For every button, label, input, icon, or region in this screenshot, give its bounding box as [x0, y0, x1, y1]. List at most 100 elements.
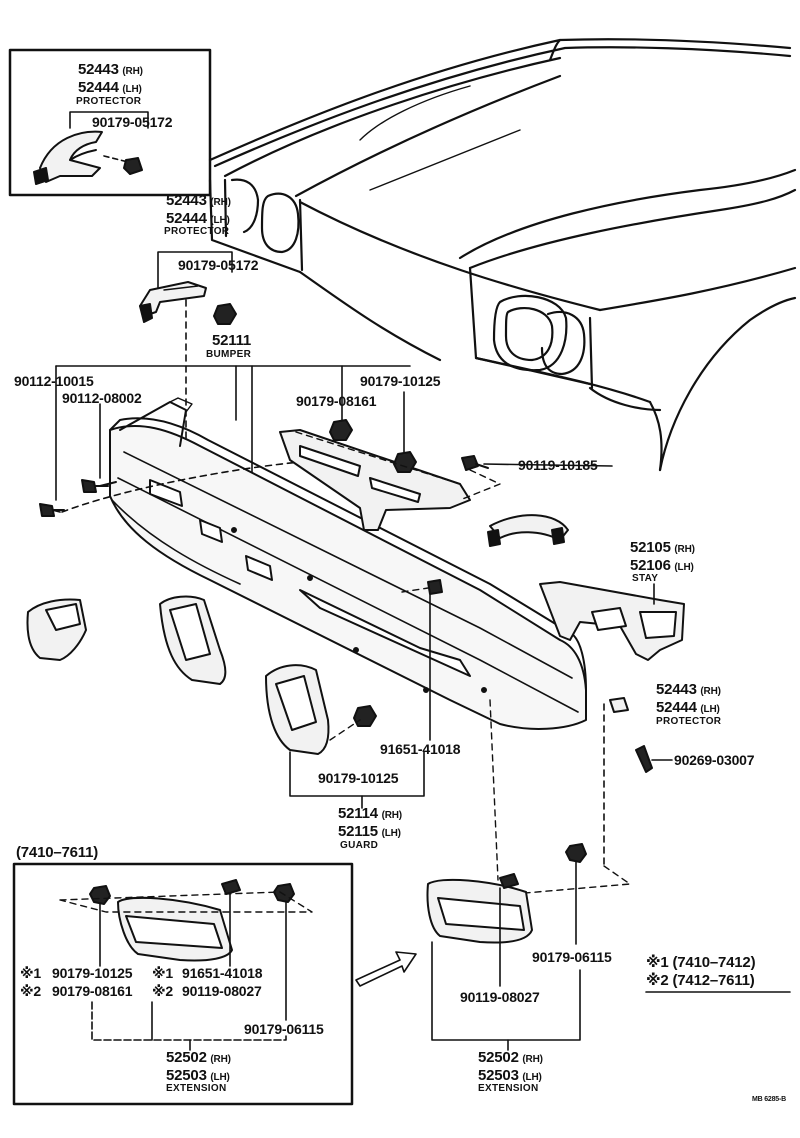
inset-bottom-mark2b: ※2 — [152, 983, 173, 999]
bolt-right-extension — [499, 873, 519, 889]
bumper-part: 52111 — [212, 332, 252, 349]
guard-rh-label: 52114 (RH) — [338, 806, 402, 823]
protector-inset-part — [33, 130, 103, 185]
guard-part-lh: 52115 — [338, 823, 378, 840]
inset-top-part-rh: 52443 — [78, 61, 119, 78]
extension-right-rh: (RH) — [522, 1054, 543, 1065]
extension-right-rh-label: 52502 (RH) — [478, 1050, 543, 1067]
protector-upper-part — [139, 281, 207, 323]
inset-bottom-mark1b: ※1 — [152, 965, 173, 981]
bumper-bolt-c: 90119-10185 — [518, 457, 598, 473]
dash-inset — [103, 155, 129, 163]
extension-right-part-lh: 52503 — [478, 1067, 519, 1084]
dash-bolts-left — [61, 461, 301, 513]
inset-top-nut: 90179-05172 — [92, 114, 173, 130]
dash-right-lower — [489, 865, 631, 897]
inset-bottom-nut3: 90179-06115 — [244, 1021, 324, 1037]
protector-right-part-lh: 52444 — [656, 699, 697, 716]
guard-rh: (RH) — [381, 810, 403, 821]
nut-guard — [353, 705, 377, 727]
bumper-nut-b: 90179-08161 — [296, 393, 377, 409]
extension-right-part — [426, 878, 533, 944]
guard-lh-label: 52115 (LH) — [338, 824, 401, 841]
guard-piece-a — [26, 598, 87, 661]
protector-upper-lh-label: 52444 (LH) — [166, 211, 230, 228]
dash-bracket — [295, 431, 461, 485]
bumper-nut-a: 90179-10125 — [360, 373, 441, 389]
inset-bottom-rh: (RH) — [210, 1054, 231, 1065]
inset-bottom-rh-label: 52502 (RH) — [166, 1050, 231, 1067]
inset-top-rh: (RH) — [122, 66, 143, 77]
inset-bottom-period: (7410–7611) — [16, 844, 99, 861]
bumper-bolt-a: 90112-10015 — [14, 373, 94, 389]
clip-right — [635, 745, 653, 773]
guard-piece-c — [265, 664, 330, 755]
bumper-name: BUMPER — [206, 349, 252, 360]
protector-upper-name: PROTECTOR — [164, 226, 230, 237]
protector-upper-rh-label: 52443 (RH) — [166, 193, 231, 210]
stay-part-rh: 52105 — [630, 539, 671, 556]
stay-right-part — [539, 581, 685, 661]
inset-box-top — [8, 48, 212, 197]
guard-lh: (LH) — [381, 828, 401, 839]
inset-bottom-bolt2: 90119-08027 — [182, 983, 262, 999]
protector-upper-lh: (LH) — [210, 215, 230, 226]
protector-upper-nut: 90179-05172 — [178, 257, 259, 273]
stay-name: STAY — [632, 573, 659, 584]
car-body-outline — [208, 38, 797, 472]
extension-right-lh: (LH) — [522, 1072, 542, 1083]
guard-part-rh: 52114 — [338, 805, 378, 822]
guard-piece-b — [159, 595, 227, 685]
inset-bottom-lh-label: 52503 (LH) — [166, 1068, 230, 1085]
leader-upper-protector — [157, 251, 233, 289]
inset-bottom-part-lh: 52503 — [166, 1067, 207, 1084]
nut-center-b — [393, 451, 417, 473]
protector-upper-part-rh: 52443 — [166, 192, 207, 209]
legend-row-2: ※2 (7412–7611) — [646, 972, 755, 989]
extension-right-lh-label: 52503 (LH) — [478, 1068, 542, 1085]
inset-top-name: PROTECTOR — [76, 96, 142, 107]
arrow-icon — [355, 951, 417, 987]
extension-right-part-rh: 52502 — [478, 1049, 519, 1066]
nut-right-extension — [565, 843, 587, 863]
leader-guard-bracket — [289, 751, 425, 797]
extension-inset-part — [117, 896, 233, 962]
inset-top-part-lh: 52444 — [78, 79, 119, 96]
protector-upper-rh: (RH) — [210, 197, 231, 208]
protector-right-lh: (LH) — [700, 704, 720, 715]
leader-inset-bottom — [91, 1001, 287, 1041]
stay-lh-label: 52106 (LH) — [630, 558, 694, 575]
leader-right-extension — [431, 941, 581, 1041]
nut-inset-bottom-a — [89, 885, 111, 905]
stay-part-lh: 52106 — [630, 557, 671, 574]
bolt-right-c — [461, 455, 489, 471]
dash-bolt-c — [459, 469, 501, 501]
nut-inset — [123, 157, 143, 175]
leader-inset — [69, 111, 149, 129]
bolt-left-b — [81, 479, 109, 493]
reference-code: MB 6285-B — [752, 1096, 786, 1103]
protector-right-clip: 90269-03007 — [674, 752, 755, 768]
legend-row-1: ※1 (7410–7412) — [646, 954, 756, 971]
inset-top-lh: (LH) — [122, 84, 142, 95]
inset-bottom-part-rh: 52502 — [166, 1049, 207, 1066]
dash-inset-bottom — [59, 891, 313, 913]
nut-upper-protector — [213, 303, 237, 325]
protector-right-rh-label: 52443 (RH) — [656, 682, 721, 699]
protector-right-name: PROTECTOR — [656, 716, 722, 727]
guard-name: GUARD — [340, 840, 379, 851]
stay-lh: (LH) — [674, 562, 694, 573]
stay-rh: (RH) — [674, 544, 695, 555]
inset-top-rh-label: 52443 (RH) — [78, 62, 143, 79]
bumper-bolt-b: 90112-08002 — [62, 390, 142, 406]
guard-bolt: 91651-41018 — [380, 741, 461, 757]
dash-center-lower — [489, 699, 499, 881]
inset-bottom-lh: (LH) — [210, 1072, 230, 1083]
guard-nut: 90179-10125 — [318, 770, 399, 786]
protector-right-part — [609, 697, 629, 713]
stay-rh-label: 52105 (RH) — [630, 540, 695, 557]
extension-right-name: EXTENSION — [478, 1083, 539, 1094]
bumper-bar — [43, 397, 587, 730]
